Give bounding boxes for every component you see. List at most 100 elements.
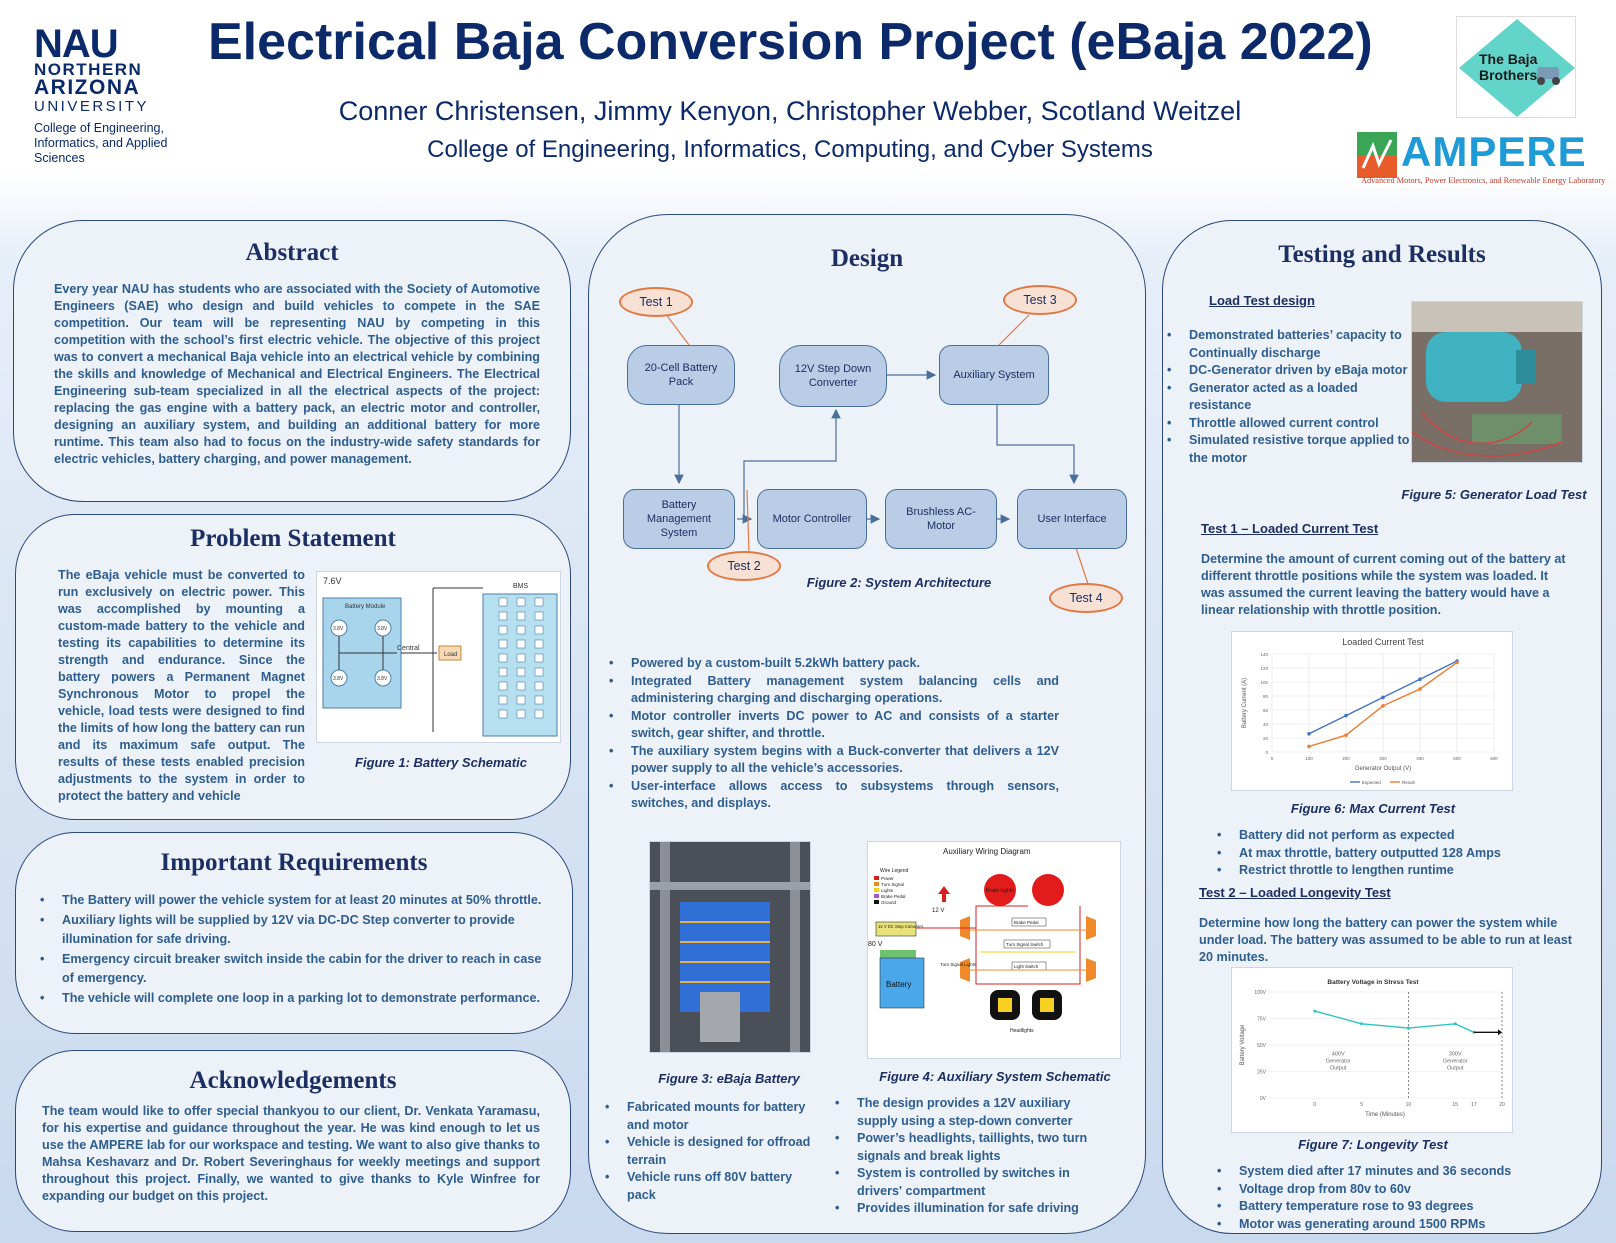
- user-interface-node: User Interface: [1017, 489, 1127, 549]
- list-item: User-interface allows access to subsyste…: [605, 778, 1059, 813]
- battery-photo-illustration: [650, 842, 810, 1052]
- ampere-logo-subtitle: Advanced Motors, Power Electronics, and …: [1361, 176, 1606, 185]
- chart-title: Loaded Current Test: [1342, 637, 1424, 647]
- legend-label: Expected: [1362, 780, 1381, 785]
- chart-annotation: 400V: [1332, 1052, 1345, 1058]
- motor-controller-node: Motor Controller: [757, 489, 867, 549]
- test-1-bullets: Battery did not perform as expected At m…: [1213, 827, 1553, 880]
- battery-schematic-figure: 7.6V Battery Module 3.8V 3.8V 3.8V 3.8V …: [316, 571, 561, 743]
- list-item: Power’s headlights, taillights, two turn…: [831, 1130, 1093, 1165]
- list-item: At max throttle, battery outputted 128 A…: [1213, 845, 1553, 863]
- requirements-heading: Important Requirements: [160, 849, 428, 876]
- list-item: Vehicle runs off 80V battery pack: [601, 1169, 815, 1204]
- list-item: System died after 17 minutes and 36 seco…: [1213, 1163, 1573, 1181]
- chart-annotation: Generator: [1326, 1059, 1351, 1065]
- figure-6-caption: Figure 6: Max Current Test: [1290, 801, 1456, 816]
- battery-schematic-diagram: 7.6V Battery Module 3.8V 3.8V 3.8V 3.8V …: [322, 576, 558, 737]
- nau-logo: NAU NORTHERN ARIZONA UNIVERSITY College …: [34, 22, 184, 166]
- chart-annotation: Generator: [1443, 1059, 1468, 1065]
- poster-authors: Conner Christensen, Jimmy Kenyon, Christ…: [338, 96, 1242, 126]
- x-tick-label: 15: [1452, 1102, 1458, 1108]
- y-tick-label: 40: [1263, 722, 1269, 727]
- nau-logo-mark: NAU: [34, 22, 119, 66]
- wire-legend-ground: Ground: [881, 900, 897, 905]
- auxiliary-wiring-figure: Auxiliary Wiring Diagram Wire Legend Pow…: [867, 841, 1121, 1059]
- x-tick-label: 500: [1453, 756, 1461, 761]
- design-bullets: Powered by a custom-built 5.2kWh battery…: [605, 655, 1059, 813]
- ampere-logo: AMPERE Advanced Motors, Power Electronic…: [1355, 128, 1607, 188]
- wiring-12v-label: 12 V: [932, 908, 944, 914]
- test-1-text: Determine the amount of current coming o…: [1201, 552, 1566, 617]
- chart-annotation: 300V: [1449, 1052, 1462, 1058]
- brushless-motor-node: Brushless AC-Motor: [885, 489, 997, 549]
- wire-legend-title: Wire Legend: [880, 868, 909, 874]
- battery-pack-node: 20-Cell Battery Pack: [627, 345, 735, 405]
- wire-legend-turn: Turn Signal: [881, 882, 904, 887]
- wiring-80v-label: 80 V: [868, 941, 883, 948]
- load-test-bullets: Demonstrated batteries’ capacity to Cont…: [1163, 327, 1421, 467]
- wiring-headlights-label: Headlights: [1010, 1028, 1034, 1034]
- schematic-load-label: Load: [444, 652, 457, 658]
- data-point: [1455, 660, 1459, 665]
- data-point: [1307, 732, 1311, 736]
- list-item: Battery did not perform as expected: [1213, 827, 1553, 845]
- data-point: [1307, 744, 1311, 749]
- list-item: The Battery will power the vehicle syste…: [36, 891, 548, 911]
- wiring-turn-switch-label: Turn Signal Switch: [1006, 942, 1044, 947]
- test-3-node: Test 3: [1003, 285, 1077, 315]
- y-tick-label: 140: [1260, 652, 1268, 657]
- list-item: Battery temperature rose to 93 degrees: [1213, 1198, 1573, 1216]
- test-2-heading: Test 2 – Loaded Longevity Test: [1199, 885, 1391, 900]
- wiring-diagram-title: Auxiliary Wiring Diagram: [943, 847, 1031, 856]
- chart-annotation: Output: [1447, 1066, 1464, 1072]
- acknowledgements-text: The team would like to offer special tha…: [42, 1104, 540, 1203]
- wire-legend-power: Power: [881, 876, 894, 881]
- schematic-cell-label: 3.8V: [333, 626, 344, 632]
- abstract-text: Every year NAU has students who are asso…: [54, 282, 540, 466]
- baja-logo-diamond: [1459, 19, 1575, 117]
- y-tick-label: 25V: [1257, 1070, 1267, 1076]
- figure-1-caption: Figure 1: Battery Schematic: [355, 755, 527, 770]
- generator-photo-illustration: [1412, 302, 1582, 462]
- testing-panel: Testing and Results Load Test design Dem…: [1162, 220, 1602, 1234]
- generator-load-photo: [1411, 301, 1583, 463]
- y-tick-label: 120: [1260, 666, 1268, 671]
- testing-heading: Testing and Results: [1278, 241, 1486, 268]
- x-tick-label: 200: [1342, 756, 1350, 761]
- test-1-heading: Test 1 – Loaded Current Test: [1201, 521, 1379, 536]
- wire-legend-brake: Brake Pedal: [881, 894, 906, 899]
- y-tick-label: 80: [1263, 694, 1269, 699]
- requirements-panel: Important Requirements The Battery will …: [15, 832, 573, 1034]
- x-tick-label: 0: [1313, 1102, 1316, 1108]
- x-axis-label: Time (Minutes): [1365, 1112, 1405, 1118]
- x-tick-label: 300: [1379, 756, 1387, 761]
- chart-title: Battery Voltage in Stress Test: [1327, 979, 1419, 986]
- acknowledgements-heading: Acknowledgements: [189, 1067, 397, 1094]
- baja-logo-text: The Baja Brothers: [1479, 51, 1538, 83]
- wiring-battery-label: Battery: [886, 980, 911, 989]
- figure-7-caption: Figure 7: Longevity Test: [1298, 1137, 1448, 1152]
- list-item: Throttle allowed current control: [1163, 415, 1421, 433]
- step-down-converter-node: 12V Step Down Converter: [779, 345, 887, 407]
- problem-heading: Problem Statement: [190, 525, 396, 552]
- legend-label: Result: [1402, 780, 1416, 785]
- auxiliary-wiring-diagram: Auxiliary Wiring Diagram Wire Legend Pow…: [868, 847, 1096, 1034]
- y-axis-label: Battery Current (A): [1242, 678, 1248, 728]
- list-item: Powered by a custom-built 5.2kWh battery…: [605, 655, 1059, 673]
- list-item: Provides illumination for safe driving: [831, 1200, 1093, 1218]
- test-2-text: Determine how long the battery can power…: [1199, 916, 1573, 964]
- list-item: Integrated Battery management system bal…: [605, 673, 1059, 708]
- list-item: The design provides a 12V auxiliary supp…: [831, 1095, 1093, 1130]
- list-item: Vehicle is designed for offroad terrain: [601, 1134, 815, 1169]
- abstract-panel: Abstract Every year NAU has students who…: [13, 220, 571, 502]
- baja-brothers-logo: The Baja Brothers: [1456, 16, 1576, 118]
- list-item: Motor was generating around 1500 RPMs: [1213, 1216, 1573, 1234]
- list-item: Voltage drop from 80v to 60v: [1213, 1181, 1573, 1199]
- test-2-node: Test 2: [707, 551, 781, 581]
- problem-text: The eBaja vehicle must be converted to r…: [58, 568, 305, 803]
- data-point: [1381, 695, 1385, 700]
- auxiliary-system-node: Auxiliary System: [939, 345, 1049, 405]
- x-tick-label: 17: [1471, 1102, 1477, 1108]
- bms-node: Battery Management System: [623, 489, 735, 549]
